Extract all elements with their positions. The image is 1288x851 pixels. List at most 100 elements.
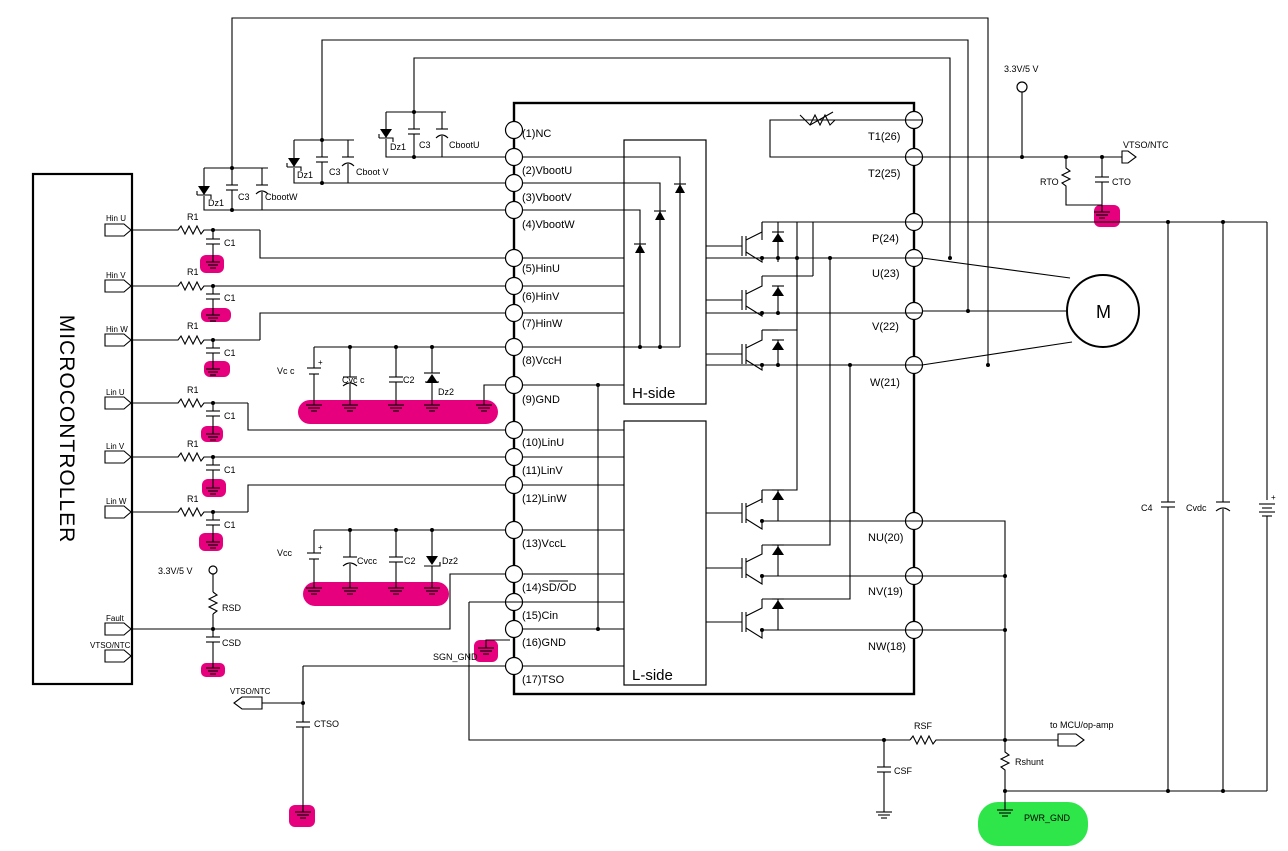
r1-label-u: R1 bbox=[187, 212, 199, 222]
h-side-block bbox=[623, 139, 707, 405]
c3-label-w: C3 bbox=[238, 192, 250, 202]
pin-8-label: (8)VccH bbox=[522, 355, 562, 367]
dz1-label-w: Dz1 bbox=[208, 198, 224, 208]
pin-6-label: (6)HinV bbox=[522, 291, 560, 303]
port-lin-w: Lin W bbox=[106, 497, 127, 506]
dz2-top-label: Dz2 bbox=[438, 387, 454, 397]
tso-circuit: VTSO/NTC CTSO SGN_GND bbox=[230, 639, 510, 819]
motor: M bbox=[921, 256, 1140, 367]
fault-circuit: 3.3V/5 V RSD CSD bbox=[131, 565, 510, 675]
rshunt-label: Rshunt bbox=[1015, 757, 1044, 767]
c3-label-v: C3 bbox=[329, 167, 341, 177]
port-hin-v: Hin V bbox=[106, 271, 126, 280]
vtso-ntc-top-label: VTSO/NTC bbox=[1123, 140, 1169, 150]
port-vtso-ntc: VTSO/NTC bbox=[90, 641, 131, 650]
dz1-label-v: Dz1 bbox=[297, 170, 313, 180]
vccl-plus: + bbox=[318, 543, 323, 552]
pin-17-label: (17)TSO bbox=[522, 674, 565, 686]
pin-20-label: NU(20) bbox=[868, 532, 903, 544]
cbootv-label: Cboot V bbox=[356, 167, 389, 177]
r1-label-lw: R1 bbox=[187, 494, 199, 504]
c3-label-u: C3 bbox=[419, 140, 431, 150]
mcu-ports: Hin U Hin V Hin W Lin U Lin V Lin W Faul… bbox=[90, 214, 132, 663]
rsd-label: RSD bbox=[222, 603, 242, 613]
pin-12-label: (12)LinW bbox=[522, 493, 567, 505]
microcontroller: MICROCONTROLLER bbox=[31, 172, 134, 686]
c1-label-lw: C1 bbox=[224, 520, 236, 530]
cvcc-bot-label: Cvcc bbox=[357, 556, 377, 566]
cvdc-label: Cvdc bbox=[1186, 503, 1207, 513]
port-hin-u: Hin U bbox=[106, 214, 126, 223]
c2-bot-label: C2 bbox=[404, 556, 416, 566]
supply-top-label: 3.3V/5 V bbox=[1004, 64, 1039, 74]
pin-10-label: (10)LinU bbox=[522, 437, 564, 449]
vcc-top-label: Vc c bbox=[277, 366, 295, 376]
r1-label-w: R1 bbox=[187, 321, 199, 331]
dz1-label-u: Dz1 bbox=[390, 142, 406, 152]
ic-package: H-side L-side bbox=[512, 101, 916, 696]
cvdc-plus: + bbox=[1271, 493, 1276, 502]
r1-label-lu: R1 bbox=[187, 385, 199, 395]
pin-21-label: W(21) bbox=[870, 377, 900, 389]
c2-top-label: C2 bbox=[403, 375, 415, 385]
r1-label-lv: R1 bbox=[187, 439, 199, 449]
port-hin-w: Hin W bbox=[106, 325, 128, 334]
h-side-label: H-side bbox=[632, 385, 675, 402]
vcch-plus: + bbox=[318, 358, 323, 367]
c1-label-v: C1 bbox=[224, 293, 236, 303]
right-pin-labels: T1(26) T2(25) P(24) U(23) V(22) W(21) NU… bbox=[868, 131, 906, 653]
sgn-gnd-label: SGN_GND bbox=[433, 652, 478, 662]
pwr-gnd-label: PWR_GND bbox=[1024, 813, 1071, 823]
pin-1-label: (1)NC bbox=[522, 128, 551, 140]
cbootw-label: CbootW bbox=[265, 192, 298, 202]
pin-11-label: (11)LinV bbox=[522, 465, 563, 477]
motor-label: M bbox=[1096, 302, 1111, 322]
cbootu-label: CbootU bbox=[449, 140, 480, 150]
l-side-block bbox=[623, 420, 707, 686]
c1-label-w: C1 bbox=[224, 348, 236, 358]
pin-4-label: (4)VbootW bbox=[522, 219, 575, 231]
pin-7-label: (7)HinW bbox=[522, 318, 563, 330]
pin-3-label: (3)VbootV bbox=[522, 192, 572, 204]
rsf-label: RSF bbox=[914, 721, 933, 731]
dz2-bot-label: Dz2 bbox=[442, 556, 458, 566]
vccl-supply: + Vcc Cvcc C2 Dz2 bbox=[277, 528, 510, 595]
ntc-output: 3.3V/5 V VTSO/NTC RTO CTO bbox=[922, 64, 1169, 219]
port-lin-u: Lin U bbox=[106, 388, 125, 397]
port-lin-v: Lin V bbox=[106, 442, 125, 451]
dc-link: C4 Cvdc + bbox=[922, 220, 1276, 793]
pin-26-label: T1(26) bbox=[868, 131, 900, 143]
pin-25-label: T2(25) bbox=[868, 168, 900, 180]
input-filters: R1 R1 R1 R1 R1 R1 C1 C1 C1 C1 C1 C1 bbox=[131, 212, 510, 549]
cto-label: CTO bbox=[1112, 177, 1131, 187]
vcch-supply: + Vc c Cvc c C2 Dz2 bbox=[277, 345, 510, 412]
pin-15-label: (15)Cin bbox=[522, 610, 558, 622]
pin-14-label: (14)SD/OD bbox=[522, 582, 576, 594]
l-side-label: L-side bbox=[632, 667, 673, 684]
csf-label: CSF bbox=[894, 766, 913, 776]
power-stage bbox=[706, 221, 922, 639]
pin-9-label: (9)GND bbox=[522, 394, 560, 406]
to-mcu-label: to MCU/op-amp bbox=[1050, 720, 1114, 730]
supply-rsd-label: 3.3V/5 V bbox=[158, 566, 193, 576]
vcc-bot-label: Vcc bbox=[277, 548, 293, 558]
pin-22-label: V(22) bbox=[872, 321, 899, 333]
pwr-gnd-highlight bbox=[978, 802, 1088, 846]
pin-2-label: (2)VbootU bbox=[522, 165, 572, 177]
ic-internal bbox=[522, 111, 922, 667]
pin-5-label: (5)HinU bbox=[522, 263, 560, 275]
c4-label: C4 bbox=[1141, 503, 1153, 513]
c1-label-lv: C1 bbox=[224, 465, 236, 475]
pin-23-label: U(23) bbox=[872, 268, 900, 280]
current-sense: RSF to MCU/op-amp CSF Rshunt PWR_GND bbox=[468, 520, 1114, 823]
csd-label: CSD bbox=[222, 638, 242, 648]
r1-label-v: R1 bbox=[187, 267, 199, 277]
mcu-label: MICROCONTROLLER bbox=[55, 315, 78, 544]
rto-label: RTO bbox=[1040, 177, 1059, 187]
pin-16-label: (16)GND bbox=[522, 637, 566, 649]
pin-24-label: P(24) bbox=[872, 233, 899, 245]
cvcc-top-label: Cvc c bbox=[342, 375, 365, 385]
vtso-ntc-label: VTSO/NTC bbox=[230, 687, 271, 696]
port-fault: Fault bbox=[106, 614, 125, 623]
